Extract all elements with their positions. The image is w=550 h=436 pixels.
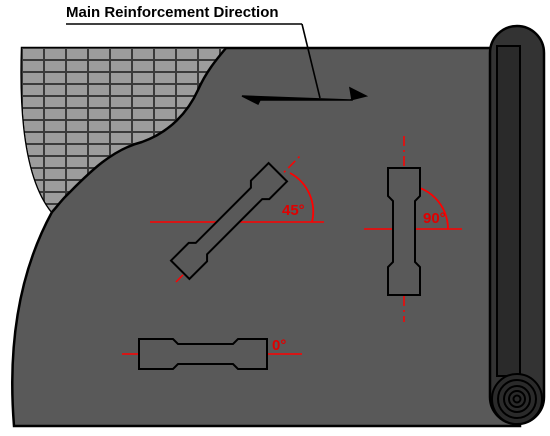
specimen-0deg	[122, 338, 302, 370]
title-leader-diagonal	[301, 23, 321, 99]
main-reinforcement-direction-label: Main Reinforcement Direction	[66, 4, 279, 21]
dogbone-specimen-45deg	[169, 161, 289, 281]
reinforcement-direction-arrow	[241, 86, 369, 106]
fabric-roll-inner	[496, 45, 521, 377]
angle-label-45: 45°	[282, 202, 305, 219]
reinforcement-mesh	[21, 48, 226, 212]
angle-label-0: 0°	[272, 337, 287, 354]
dogbone-specimen-90deg	[387, 167, 421, 296]
mesh-torn-edge	[51, 47, 227, 213]
specimen-45deg	[150, 153, 324, 283]
angle-arc-45deg	[289, 172, 315, 223]
dogbone-specimen-0deg	[138, 338, 268, 370]
specimen-90deg	[364, 136, 462, 322]
roll-end-spiral	[491, 373, 543, 425]
angle-label-90: 90°	[423, 210, 446, 227]
